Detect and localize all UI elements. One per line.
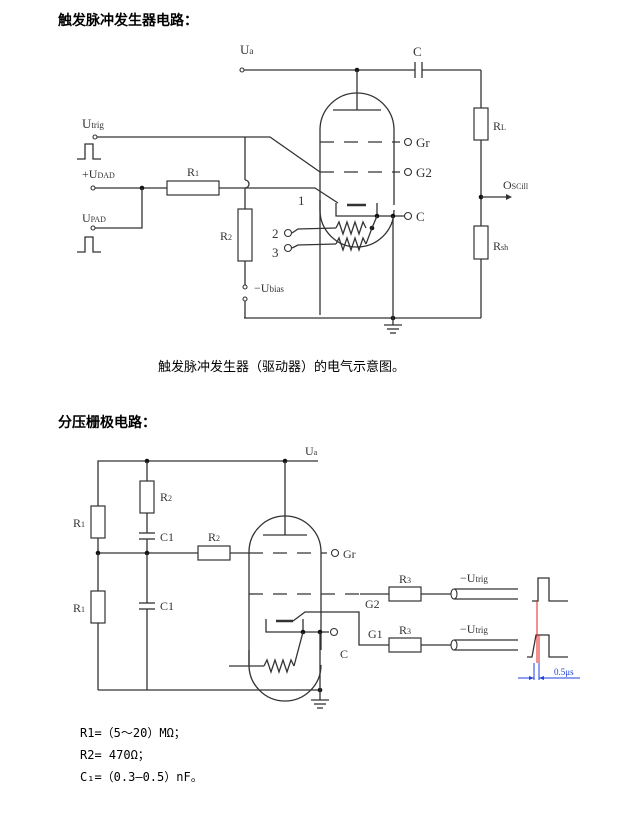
arrow-left-icon [539,676,544,680]
c1-electrode-2-wire [291,227,337,234]
c2-gr-terminal [330,548,340,558]
c2-tube-envelope [248,515,322,665]
c1-upad-terminal [90,225,96,231]
ground-icon [384,324,402,334]
c2-g1-label: G1 [368,627,383,641]
c2-resistor-r3-top [388,586,422,602]
c2-cathode-label: C [340,647,348,661]
c2-r1-bottom-label: R1 [73,601,85,615]
c1-cathode-label: C [416,209,425,224]
arrow-right-icon [506,194,512,200]
c1-electrode-2-terminal [283,228,293,238]
c1-resistor-rsh [473,225,489,260]
c1-ua-terminal [239,67,245,73]
c1-utrig-terminal [92,134,98,140]
c2-r3-bottom-label: R3 [399,623,411,637]
c2-r1-top-label: R1 [73,516,85,530]
c1-heater-link-b [365,227,373,245]
c1-r1-label: R1 [187,165,199,179]
c1-resistor-rl [473,107,489,141]
c2-r3-top-label: R3 [399,572,411,586]
c2-cathode-cup [265,619,304,633]
c2-tube-bottom [248,650,322,702]
c2-cathode-terminal [329,627,339,637]
c1-ground-terminal [242,296,248,302]
c1-upad-wire [95,188,143,229]
c2-pulse-top-icon [532,577,568,602]
c2-resistor-r2-vertical [139,480,155,514]
c2-resistor-r2-horizontal [197,545,231,561]
c2-delay-label: 0.5μs [554,667,574,677]
ground-icon [311,699,329,709]
c2-resistor-r1-top [90,505,106,539]
c1-ua-label: Ua [240,42,253,57]
c1-heater-link-a [371,215,378,229]
c1-r2-label: R2 [220,229,232,243]
parameter-r2: R2= 470Ω； [80,748,150,762]
c2-coax-top-connector [450,588,458,600]
c1-utrig-pulse-icon [77,143,101,160]
c1-electrode-1-label: 1 [298,193,305,208]
c1-electrode-3-terminal [283,243,293,253]
c2-r2h-label: R2 [208,530,220,544]
c1-resistor-r2 [237,208,253,262]
c2-utrig-top-label: −Utrig [460,571,488,585]
c1-g2-terminal [403,167,413,177]
c1-cathode-terminal [403,211,413,221]
parameter-list: R1=（5～20）MΩ； R2= 470Ω； C₁=（0.3–0.5）nF。 [80,722,203,788]
c1-tube-bottom [319,200,395,248]
c1-ubias-label: −Ubias [254,281,284,295]
c1-heater-2 [335,219,367,237]
c1-electrode-3-wire [291,243,337,249]
c2-pulse-bottom-icon [527,634,568,658]
c1-utrig-wire [97,136,321,173]
c1-upad-label: UPAD [82,211,106,225]
c1-wire-crossover [244,179,250,189]
c2-utrig-bottom-label: −Utrig [460,622,488,636]
c2-r2v-label: R2 [160,490,172,504]
c2-heater [263,657,295,675]
c2-gr-label: Gr [343,547,356,561]
c2-c1-bottom-label: C1 [160,599,174,613]
c1-gr-label: Gr [416,135,430,150]
c1-rsh-label: Rsh [493,239,508,253]
c2-c1-top-label: C1 [160,530,174,544]
c1-udad-terminal [90,185,96,191]
circuit1-heading: 触发脉冲发生器电路： [58,13,198,29]
circuit1-diagram: Ua C RL OSCill Rsh [77,42,529,334]
c1-resistor-r1 [166,180,220,196]
c2-g2-label: G2 [365,597,380,611]
c1-heater-3 [335,235,367,253]
c1-ubias-terminal [242,284,248,290]
c2-g1-wire [292,611,389,646]
c2-ua-label: Ua [305,444,318,458]
c2-resistor-r3-bottom [388,637,422,653]
c1-capacitor-label: C [413,44,422,59]
c2-heater-link [293,631,304,667]
c1-osc-label: OSCill [503,178,529,192]
circuit1-caption: 触发脉冲发生器（驱动器）的电气示意图。 [158,360,406,375]
c1-gr-terminal [403,137,413,147]
parameter-c1: C₁=（0.3–0.5）nF。 [80,770,203,784]
c1-r1-out-wire [219,187,339,204]
c1-udad-label: +UDAD [82,167,115,181]
c1-utrig-label: Utrig [82,116,104,131]
circuit2-diagram: Ua R1 R2 C1 R2 R1 C1 [73,444,580,709]
arrow-right-icon [529,676,534,680]
c1-g2-label: G2 [416,165,432,180]
circuit2-heading: 分压栅极电路： [58,415,156,431]
parameter-r1: R1=（5～20）MΩ； [80,726,186,740]
c2-resistor-r1-bottom [90,590,106,624]
c2-coax-bottom-connector [450,639,458,651]
c1-rl-label: RL [493,119,506,133]
c1-upad-pulse-icon [77,236,101,253]
c1-cathode-cup [335,203,378,217]
c1-electrode-2-label: 2 [272,226,279,241]
c1-electrode-3-label: 3 [272,245,279,260]
